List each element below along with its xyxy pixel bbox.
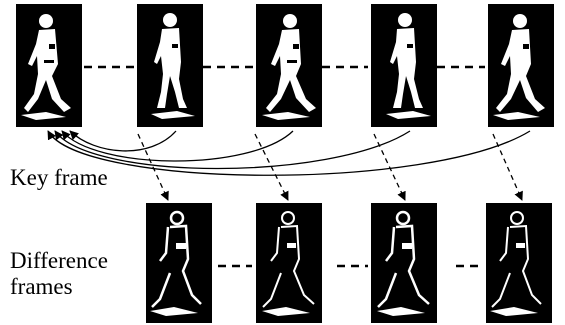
walker-silhouette-icon <box>137 4 203 127</box>
key-frame-label: Key frame <box>10 165 108 191</box>
difference-outline-icon <box>256 203 322 323</box>
frame-4-image <box>371 4 437 127</box>
difference-frame-1-image <box>146 203 212 323</box>
difference-frames-label: Difference frames <box>10 248 108 300</box>
difference-outline-icon <box>486 203 552 323</box>
difference-outline-icon <box>371 203 437 323</box>
difference-frame-3-image <box>371 203 437 323</box>
difference-frame-4-image <box>486 203 552 323</box>
frame-3-image <box>256 4 322 127</box>
frame-5-image <box>488 4 554 127</box>
frame-2-image <box>137 4 203 127</box>
difference-outline-icon <box>146 203 212 323</box>
walker-silhouette-icon <box>256 4 322 127</box>
key-frame-image <box>16 4 82 127</box>
difference-frame-2-image <box>256 203 322 323</box>
walker-silhouette-icon <box>16 4 82 127</box>
walker-silhouette-icon <box>371 4 437 127</box>
curve-arrow-frame2 <box>70 131 176 151</box>
walker-silhouette-icon <box>488 4 554 127</box>
curve-arrow-frame5 <box>48 131 530 175</box>
diag-arrow-4 <box>493 134 522 200</box>
